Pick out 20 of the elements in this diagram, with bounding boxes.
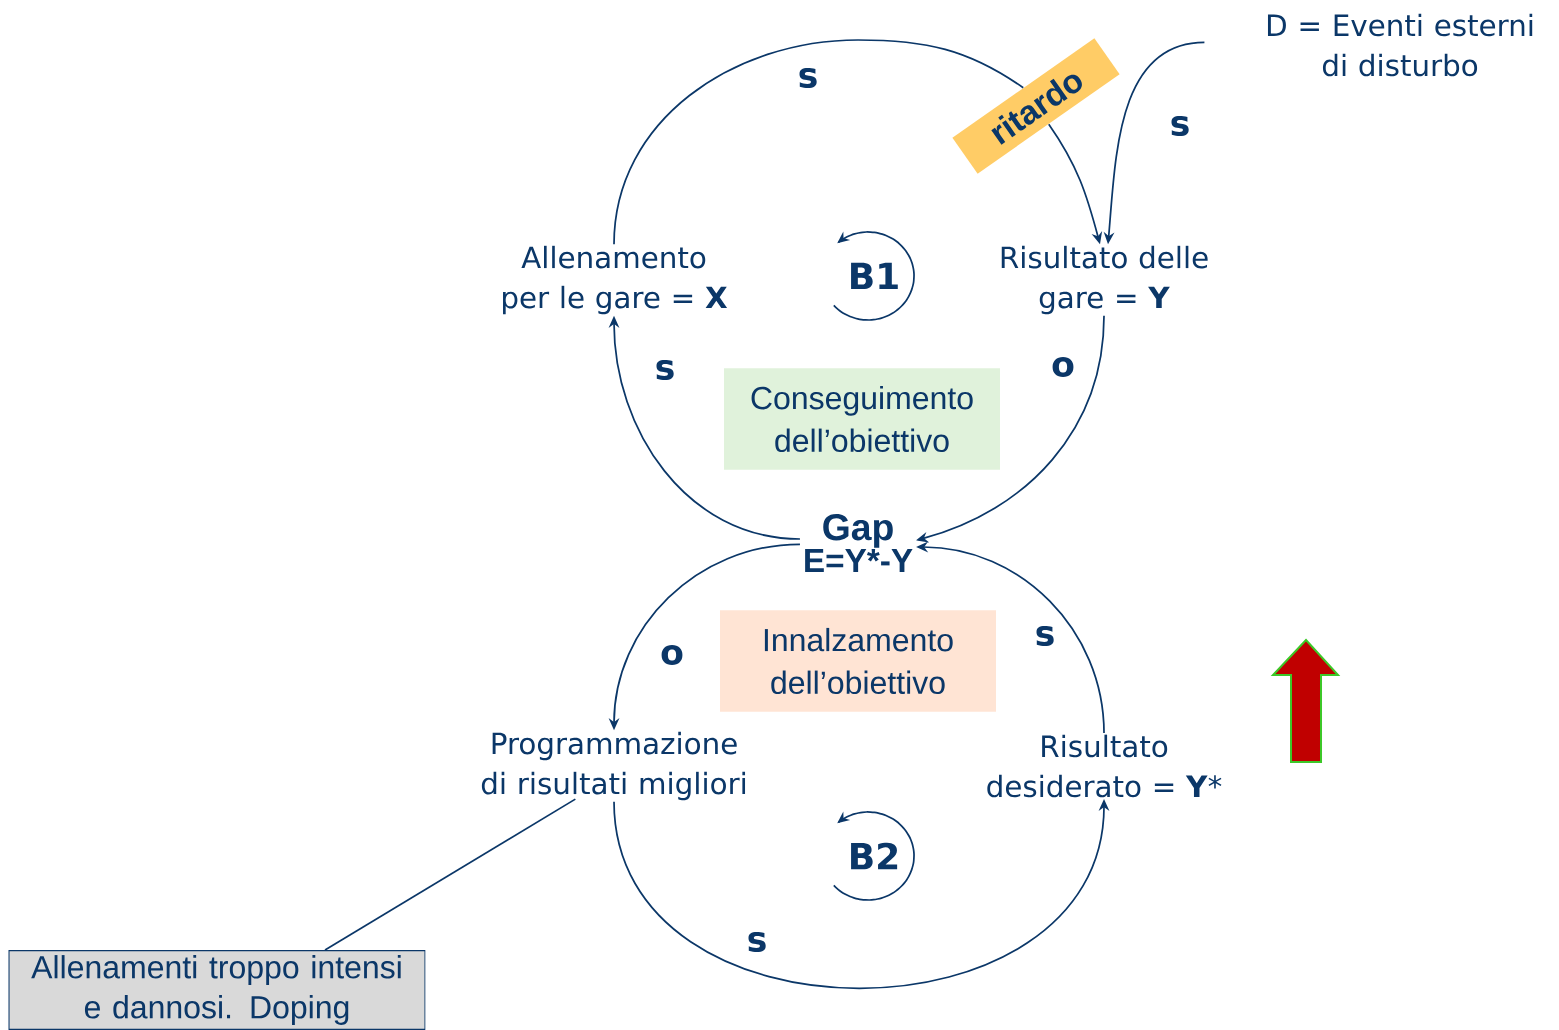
- edge-label: s: [745, 930, 769, 954]
- node-text: Allenamento per le gare = X: [503, 245, 728, 315]
- node-text: D = Eventi esterni di disturbo: [1268, 13, 1533, 77]
- edge-label: s: [1168, 114, 1192, 138]
- edge-label: s: [653, 358, 677, 382]
- edge-label: o: [658, 643, 686, 667]
- note-box: Allenamenti troppo intensi e dannosi. Doping: [8, 950, 426, 1030]
- edge-label: o: [1049, 355, 1077, 379]
- loop-name-box: Innalzamento dell’obiettivo: [720, 610, 996, 712]
- edge-label: s: [796, 66, 820, 90]
- loop-label: B1: [851, 262, 898, 290]
- node-text: Risultato delle gare = Y: [1001, 245, 1208, 315]
- connector-line: [613, 39, 1025, 246]
- loop-name-box: Conseguimento dell’obiettivo: [724, 368, 1000, 470]
- leader-line: [324, 798, 577, 951]
- node-text: Programmazione di risultati migliori: [481, 731, 746, 801]
- gap-text: Gap E=Y*-Y: [805, 513, 913, 573]
- node-text: Risultato desiderato = Y*: [987, 734, 1222, 798]
- loop-label: B2: [851, 842, 898, 870]
- edge-label: s: [1033, 624, 1057, 648]
